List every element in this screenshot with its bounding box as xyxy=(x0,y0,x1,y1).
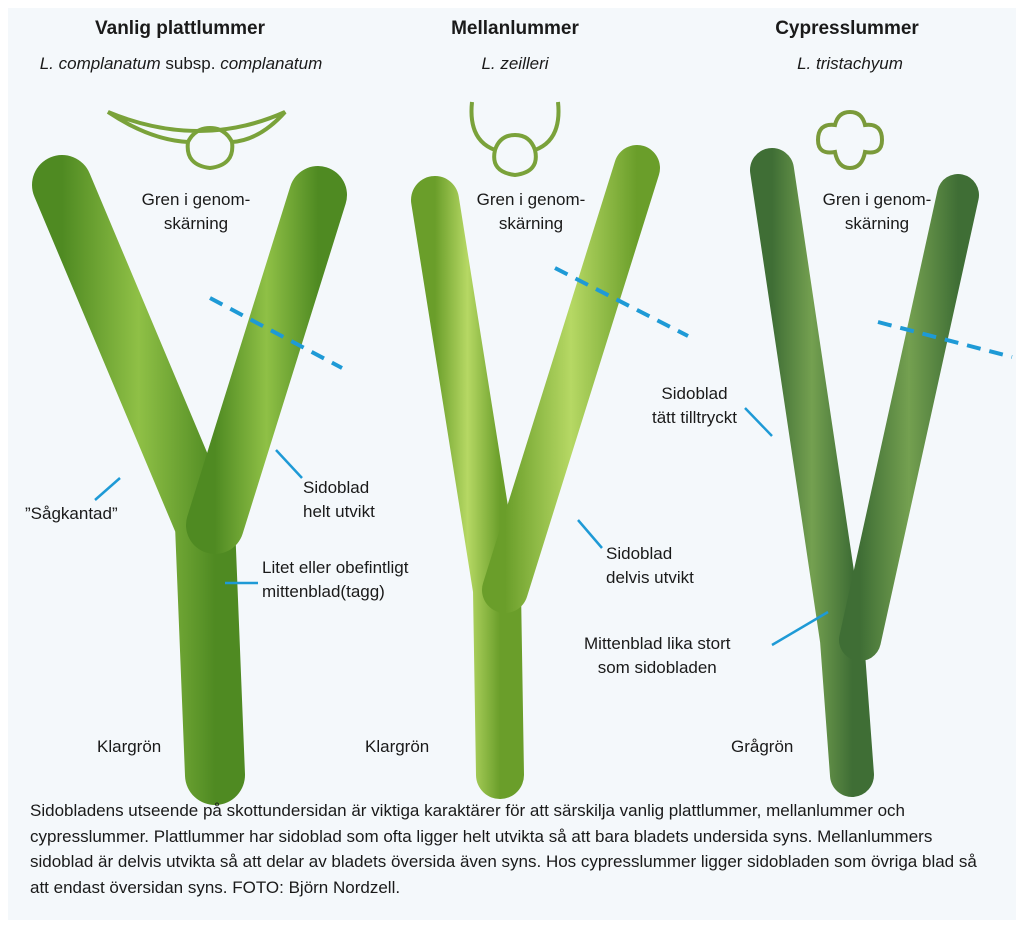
color-label-1: Klargrön xyxy=(97,737,162,756)
label-line: Gren i genom- xyxy=(476,190,586,209)
sci-part: complanatum xyxy=(220,54,323,73)
label-line: Sidoblad xyxy=(303,478,370,497)
plant-mellanlummer xyxy=(411,145,660,799)
sci-part: complanatum xyxy=(58,54,161,73)
label-delvis-utvikt: Sidoblad delvis utvikt xyxy=(606,542,694,590)
scientific-plattlummer: L. complanatum subsp. complanatum xyxy=(1,54,361,74)
section-label-3: Gren i genom-skärning xyxy=(807,188,947,236)
label-line: Litet eller obefintligt xyxy=(262,558,409,577)
label-line: skärning xyxy=(498,214,564,233)
label-line: Sidoblad xyxy=(606,544,673,563)
label-mittenblad-tagg: Litet eller obefintligt mittenblad(tagg) xyxy=(262,556,408,604)
title-mellanlummer: Mellanlummer xyxy=(451,18,579,39)
plant-cypresslummer xyxy=(750,148,979,797)
scientific-cypresslummer: L. tristachyum xyxy=(797,54,903,73)
plant-plattlummer xyxy=(32,155,347,805)
label-line: skärning xyxy=(844,214,910,233)
label-helt-utvikt: Sidoblad helt utvikt xyxy=(303,476,375,524)
label-line: mittenblad(tagg) xyxy=(262,582,385,601)
cross-section-mellanlummer xyxy=(469,101,561,178)
title-cypresslummer: Cypresslummer xyxy=(775,18,919,39)
label-line: Mittenblad lika stort xyxy=(584,634,731,653)
cross-section-cypresslummer xyxy=(815,109,885,171)
label-line: delvis utvikt xyxy=(606,568,694,587)
cross-section-plattlummer xyxy=(106,110,287,171)
label-line: skärning xyxy=(163,214,229,233)
color-label-2: Klargrön xyxy=(365,737,430,756)
caption: Sidobladens utseende på skottundersidan … xyxy=(30,801,977,897)
leader-lines xyxy=(94,407,829,647)
sci-part: subsp. xyxy=(160,54,221,73)
scientific-mellanlummer: L. zeilleri xyxy=(481,54,549,73)
label-sagkantad: ”Sågkantad” xyxy=(25,504,118,523)
color-label-3: Grågrön xyxy=(731,737,794,756)
label-line: Gren i genom- xyxy=(822,190,932,209)
label-line: Gren i genom- xyxy=(141,190,251,209)
sci-part: L. xyxy=(39,54,59,73)
title-plattlummer: Vanlig plattlummer xyxy=(95,18,265,39)
section-label-2: Gren i genom-skärning xyxy=(461,188,601,236)
label-tatt-tilltryckt: Sidoblad tätt tilltryckt xyxy=(652,382,737,430)
label-line: som sidobladen xyxy=(597,658,717,677)
label-line: tätt tilltryckt xyxy=(652,408,738,427)
label-mittenblad-lika: Mittenblad lika stort som sidobladen xyxy=(584,632,730,680)
section-label-1: Gren i genom-skärning xyxy=(126,188,266,236)
label-line: helt utvikt xyxy=(303,502,375,521)
label-line: Sidoblad xyxy=(661,384,728,403)
section-lines xyxy=(209,266,1013,370)
